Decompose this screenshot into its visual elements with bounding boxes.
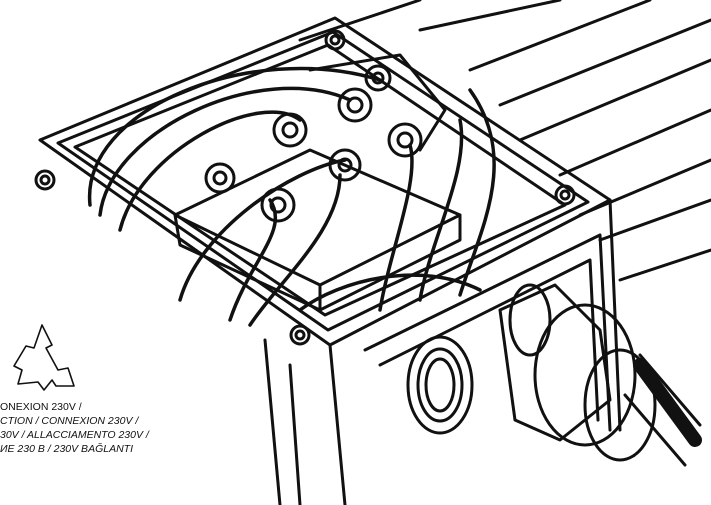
corner-screws	[34, 29, 576, 346]
caption-line: ИЕ 230 В / 230V BAĞLANTI	[0, 443, 133, 455]
motor-cooling-fins	[298, 0, 711, 282]
caption-line: ONEXION 230V /	[0, 401, 82, 413]
caption-line: 30V / ALLACCIAMENTO 230V /	[0, 429, 149, 441]
delta-connection-icon	[13, 324, 75, 391]
terminal-box-housing	[38, 16, 622, 505]
cable-gland	[498, 283, 702, 467]
caption-line: CTION / CONNEXION 230V /	[0, 415, 139, 427]
connection-caption: ONEXION 230V / CTION / CONNEXION 230V / …	[0, 400, 260, 456]
cable-entry-hole	[406, 335, 474, 435]
terminal-studs	[204, 64, 423, 223]
